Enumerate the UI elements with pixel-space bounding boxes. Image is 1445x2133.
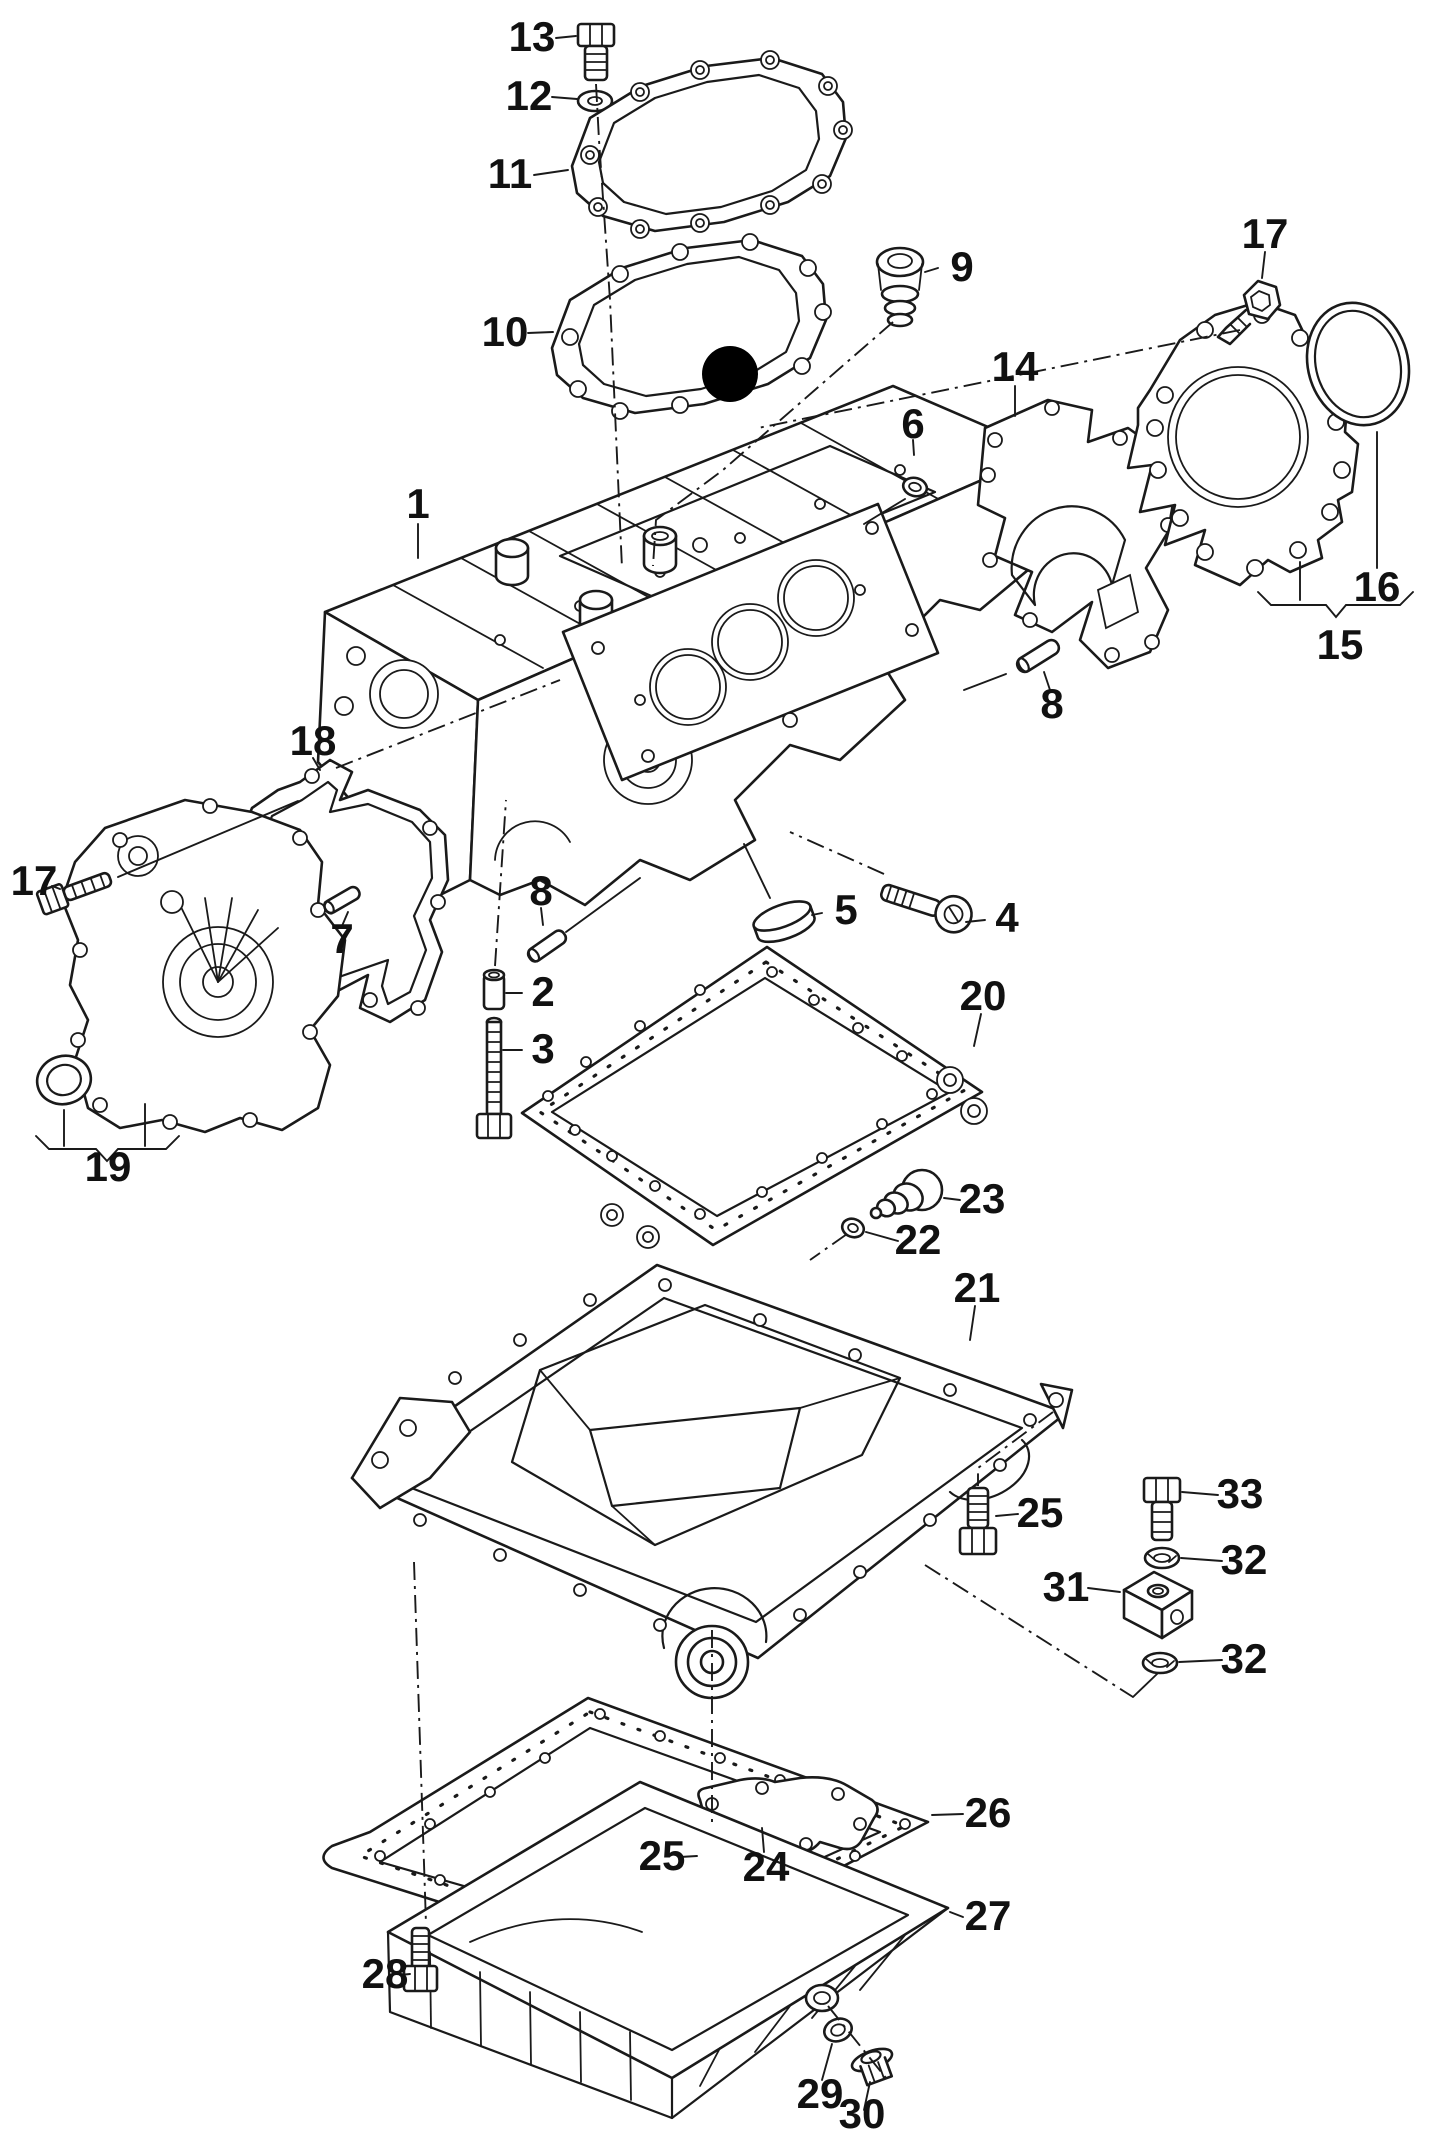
callout-28: 28 <box>362 1950 409 1997</box>
upper-pan-gasket-20 <box>520 945 988 1249</box>
callout-29: 29 <box>797 2070 844 2117</box>
pan-bolt-25-right <box>958 1486 998 1556</box>
seal-washer-22 <box>840 1217 866 1239</box>
callout-14: 14 <box>992 343 1039 390</box>
rear-seal-ring-16 <box>1305 301 1411 427</box>
callout-8-right: 8 <box>1040 680 1063 727</box>
callout-15: 15 <box>1317 621 1364 668</box>
callout-27: 27 <box>965 1892 1012 1939</box>
hex-bolt-17-front <box>35 871 113 916</box>
drain-plug-30 <box>850 2047 894 2087</box>
callout-30: 30 <box>839 2090 886 2133</box>
callout-10: 10 <box>482 308 529 355</box>
leader-lines <box>35 35 1414 2111</box>
core-plug-5 <box>752 900 816 944</box>
sleeve-2 <box>482 968 506 1011</box>
dowel-pin-7 <box>323 885 361 915</box>
callout-6: 6 <box>901 400 924 447</box>
callout-33: 33 <box>1217 1470 1264 1517</box>
oil-level-sensor-23 <box>869 1168 944 1220</box>
callout-7: 7 <box>330 915 353 962</box>
callout-17-rear: 17 <box>1242 210 1289 257</box>
valley-cover-gasket-11 <box>570 50 853 239</box>
callout-32-lower: 32 <box>1221 1635 1268 1682</box>
callout-9: 9 <box>950 243 973 290</box>
callout-26: 26 <box>965 1789 1012 1836</box>
selected-position-dot <box>702 346 758 402</box>
callout-21: 21 <box>954 1264 1001 1311</box>
callout-20: 20 <box>960 972 1007 1019</box>
callout-3: 3 <box>531 1025 554 1072</box>
lock-washer-32-upper <box>1143 1546 1181 1570</box>
socket-bolt-4 <box>879 883 973 934</box>
sealing-plug-9 <box>875 246 925 328</box>
callout-11: 11 <box>488 150 532 197</box>
callout-31: 31 <box>1043 1563 1090 1610</box>
dowel-pin-8-left <box>526 929 568 963</box>
pan-bolt-28 <box>402 1926 439 1993</box>
callout-25-right: 25 <box>1017 1489 1064 1536</box>
callout-1: 1 <box>406 480 429 527</box>
callout-4: 4 <box>995 894 1019 941</box>
valley-gasket-10 <box>550 233 832 420</box>
seal-6 <box>901 476 929 498</box>
stud-bolt-3 <box>475 1016 513 1140</box>
timing-cover-19 <box>60 798 347 1134</box>
callout-8-left: 8 <box>529 867 552 914</box>
callout-18: 18 <box>290 717 337 764</box>
upper-oil-pan-21 <box>350 1263 1074 1700</box>
callout-17-front: 17 <box>11 857 58 904</box>
retainer-block-31 <box>1122 1570 1194 1640</box>
hex-bolt-17-rear <box>1216 279 1282 346</box>
callout-23: 23 <box>959 1175 1006 1222</box>
callout-25-lower: 25 <box>639 1832 686 1879</box>
lock-washer-32-lower <box>1141 1651 1179 1675</box>
callout-12: 12 <box>506 72 553 119</box>
callout-5: 5 <box>834 886 857 933</box>
callout-32-upper: 32 <box>1221 1536 1268 1583</box>
cylinder-head-gasket <box>561 502 940 782</box>
callout-24: 24 <box>743 1843 790 1890</box>
flange-gasket-14 <box>976 398 1177 670</box>
callout-2: 2 <box>531 968 554 1015</box>
callout-16: 16 <box>1354 563 1401 610</box>
callout-19: 19 <box>85 1143 132 1190</box>
callout-13: 13 <box>509 13 556 60</box>
callout-22: 22 <box>895 1216 942 1263</box>
rear-sealing-flange-15 <box>1126 300 1360 587</box>
washer-12 <box>576 89 614 113</box>
valley-boss <box>494 525 678 637</box>
lower-oil-pan-27 <box>386 1780 950 2120</box>
callout-labels: 13 12 11 10 9 17 14 16 15 1 6 8 18 17 7 … <box>11 13 1401 2133</box>
hex-bolt-13 <box>576 22 616 82</box>
dowel-pin-8-right <box>1015 638 1061 674</box>
hex-bolt-33 <box>1142 1476 1182 1542</box>
front-seal-ring <box>35 1054 93 1106</box>
seal-ring-29 <box>823 2017 853 2043</box>
